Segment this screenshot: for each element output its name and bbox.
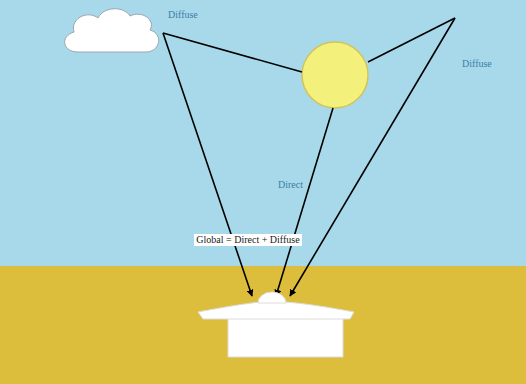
ground [0,266,526,384]
cloud [65,9,159,52]
pyranometer [198,292,354,357]
direct-label: Direct [276,179,305,191]
sky [0,0,526,266]
ray-lines [163,18,455,296]
diffuse-label: Diffuse [166,9,200,21]
global-equation: Global = Direct + Diffuse [194,234,301,246]
diffuse-label: Diffuse [460,58,494,70]
sun [302,42,368,108]
